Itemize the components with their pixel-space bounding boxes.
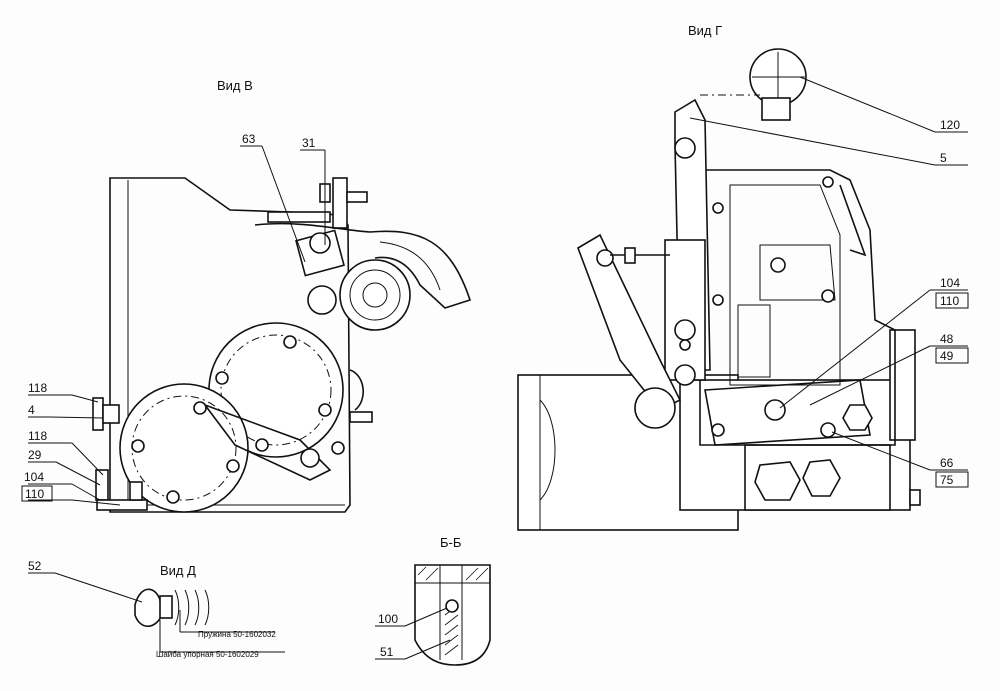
- callout-100: 100: [378, 612, 398, 626]
- callout-49: 49: [940, 349, 954, 363]
- callout-31: 31: [302, 136, 316, 150]
- callout-63: 63: [242, 132, 256, 146]
- view-d-title: Вид Д: [160, 563, 196, 578]
- view-b-title: Вид В: [217, 78, 253, 93]
- callout-104-left: 104: [24, 470, 44, 484]
- callout-110-right: 110: [940, 294, 959, 308]
- callout-5: 5: [940, 151, 947, 165]
- callout-29: 29: [28, 448, 42, 462]
- view-titles: Вид В Вид Г Вид Д Б-Б: [160, 23, 722, 578]
- section-bb-title: Б-Б: [440, 535, 461, 550]
- note-spring: Пружина 50-1602032: [198, 630, 276, 639]
- view-g-title: Вид Г: [688, 23, 722, 38]
- view-g-drawing: [517, 48, 921, 531]
- callout-66: 66: [940, 456, 954, 470]
- callout-frames: [21, 292, 969, 502]
- callout-110-left: 110: [25, 487, 44, 501]
- note-washer: Шайба упорная 50-1602029: [156, 650, 259, 659]
- view-d-drawing: [134, 588, 285, 653]
- callout-118-bottom: 118: [28, 429, 47, 443]
- part-notes: Пружина 50-1602032 Шайба упорная 50-1602…: [156, 630, 276, 659]
- callout-52: 52: [28, 559, 42, 573]
- callout-75: 75: [940, 473, 954, 487]
- callout-118-top: 118: [28, 381, 47, 395]
- callout-4: 4: [28, 403, 35, 417]
- leader-lines: [28, 76, 968, 660]
- callout-120: 120: [940, 118, 960, 132]
- callout-51: 51: [380, 645, 394, 659]
- callout-48: 48: [940, 332, 954, 346]
- callout-labels: 63 31 118 4 118 29 104 110 120 5 104 110…: [24, 118, 960, 659]
- callout-104-right: 104: [940, 276, 960, 290]
- view-b-drawing: [92, 177, 472, 513]
